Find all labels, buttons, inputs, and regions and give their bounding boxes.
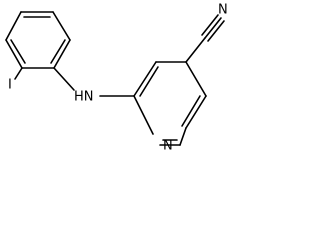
bond [179, 127, 187, 146]
iodophenyl-ring [5, 11, 71, 69]
bond [133, 95, 154, 135]
nitrile-triple-bond [201, 14, 225, 42]
bond [207, 20, 225, 42]
aryl-amine-bond [53, 67, 75, 91]
double-bond-inner [181, 95, 201, 127]
pyridine-ring [133, 61, 207, 146]
iodine-label: I [8, 78, 12, 93]
bond [52, 11, 71, 41]
bond [5, 39, 23, 69]
carbon-nitrile-bond [185, 37, 206, 63]
double-bond-inner [50, 39, 66, 64]
bond [133, 61, 157, 97]
double-bond-inner [10, 39, 26, 64]
bond [185, 95, 207, 129]
bond [53, 39, 71, 69]
double-bond-inner [139, 66, 159, 97]
molecule-structure: I HN N N [0, 0, 232, 154]
bond [204, 17, 222, 39]
nitrile-nitrogen-label: N [218, 3, 228, 18]
carbon-iodine-bond [14, 67, 23, 80]
amine-label: HN [74, 90, 94, 105]
bond [185, 61, 207, 97]
bond [5, 11, 22, 41]
structure-drawing: I HN N N [5, 3, 228, 154]
ring-nitrogen-label: N [163, 139, 173, 154]
bond [201, 14, 219, 36]
